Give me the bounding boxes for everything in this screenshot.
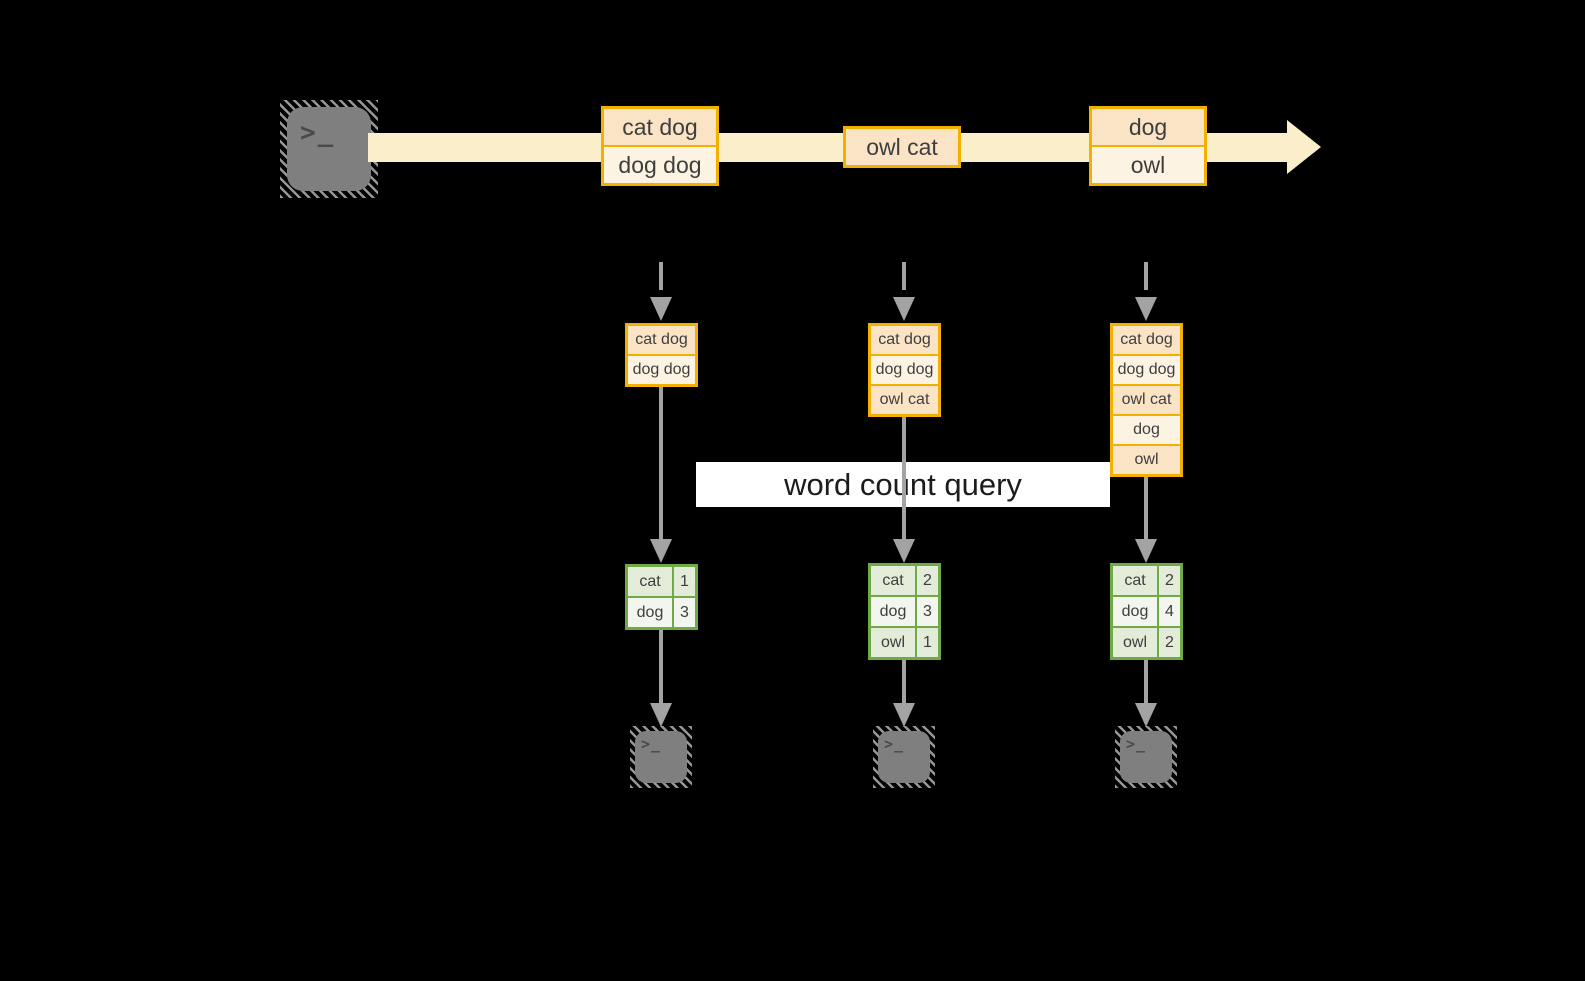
count-value: 4 bbox=[1159, 597, 1180, 626]
count-table-2: cat 2 dog 3 owl 1 bbox=[868, 563, 941, 660]
count-word: dog bbox=[628, 598, 672, 627]
count-word: cat bbox=[871, 566, 915, 595]
output-arrow-head bbox=[1135, 703, 1157, 727]
input-buffer-3: cat dog dog dog owl cat dog owl bbox=[1110, 323, 1183, 477]
stream-event-line: dog bbox=[1092, 109, 1204, 145]
query-arrow-line bbox=[659, 387, 663, 541]
output-terminal-icon-1: >_ bbox=[630, 726, 692, 788]
count-value: 2 bbox=[917, 566, 938, 595]
buffer-line: cat dog bbox=[871, 326, 938, 354]
query-arrow-head bbox=[1135, 539, 1157, 563]
query-arrow-line bbox=[1144, 477, 1148, 541]
dashed-arrow-head bbox=[893, 297, 915, 321]
buffer-line: dog bbox=[1113, 416, 1180, 444]
buffer-line: dog dog bbox=[871, 356, 938, 384]
buffer-line: owl cat bbox=[871, 386, 938, 414]
stream-event-2: owl cat bbox=[843, 126, 961, 168]
count-value: 2 bbox=[1159, 566, 1180, 595]
stream-event-line: owl cat bbox=[846, 129, 958, 165]
count-value: 3 bbox=[917, 597, 938, 626]
buffer-line: dog dog bbox=[628, 356, 695, 384]
output-arrow-head bbox=[650, 703, 672, 727]
dashed-arrow-head bbox=[650, 297, 672, 321]
terminal-body bbox=[878, 731, 930, 783]
stream-arrow-head bbox=[1287, 120, 1321, 174]
dashed-arrow-line bbox=[902, 262, 906, 290]
count-value: 1 bbox=[917, 628, 938, 657]
count-word: owl bbox=[871, 628, 915, 657]
dashed-arrow-head bbox=[1135, 297, 1157, 321]
output-arrow-head bbox=[893, 703, 915, 727]
stream-event-1: cat dog dog dog bbox=[601, 106, 719, 186]
stream-event-line: dog dog bbox=[604, 147, 716, 183]
terminal-prompt-glyph: >_ bbox=[884, 735, 905, 753]
query-arrow-head bbox=[893, 539, 915, 563]
buffer-line: owl cat bbox=[1113, 386, 1180, 414]
output-arrow-line bbox=[659, 630, 663, 705]
count-value: 1 bbox=[674, 567, 695, 596]
query-arrow-head bbox=[650, 539, 672, 563]
terminal-body bbox=[287, 107, 371, 191]
output-terminal-icon-2: >_ bbox=[873, 726, 935, 788]
buffer-line: cat dog bbox=[628, 326, 695, 354]
output-arrow-line bbox=[1144, 660, 1148, 705]
terminal-prompt-glyph: >_ bbox=[641, 735, 662, 753]
buffer-line: owl bbox=[1113, 446, 1180, 474]
count-word: dog bbox=[1113, 597, 1157, 626]
buffer-line: cat dog bbox=[1113, 326, 1180, 354]
stream-event-3: dog owl bbox=[1089, 106, 1207, 186]
dashed-arrow-line bbox=[1144, 262, 1148, 290]
count-word: cat bbox=[1113, 566, 1157, 595]
terminal-body bbox=[635, 731, 687, 783]
buffer-line: dog dog bbox=[1113, 356, 1180, 384]
dashed-arrow-line bbox=[659, 262, 663, 290]
count-value: 3 bbox=[674, 598, 695, 627]
stream-event-line: owl bbox=[1092, 147, 1204, 183]
count-word: cat bbox=[628, 567, 672, 596]
output-arrow-line bbox=[902, 660, 906, 705]
stream-event-line: cat dog bbox=[604, 109, 716, 145]
count-word: dog bbox=[871, 597, 915, 626]
input-buffer-2: cat dog dog dog owl cat bbox=[868, 323, 941, 417]
count-table-1: cat 1 dog 3 bbox=[625, 564, 698, 630]
terminal-body bbox=[1120, 731, 1172, 783]
terminal-prompt-glyph: >_ bbox=[300, 118, 336, 148]
source-terminal-icon: >_ bbox=[280, 100, 378, 198]
count-table-3: cat 2 dog 4 owl 2 bbox=[1110, 563, 1183, 660]
input-buffer-1: cat dog dog dog bbox=[625, 323, 698, 387]
terminal-prompt-glyph: >_ bbox=[1126, 735, 1147, 753]
query-arrow-line bbox=[902, 417, 906, 541]
count-value: 2 bbox=[1159, 628, 1180, 657]
output-terminal-icon-3: >_ bbox=[1115, 726, 1177, 788]
count-word: owl bbox=[1113, 628, 1157, 657]
